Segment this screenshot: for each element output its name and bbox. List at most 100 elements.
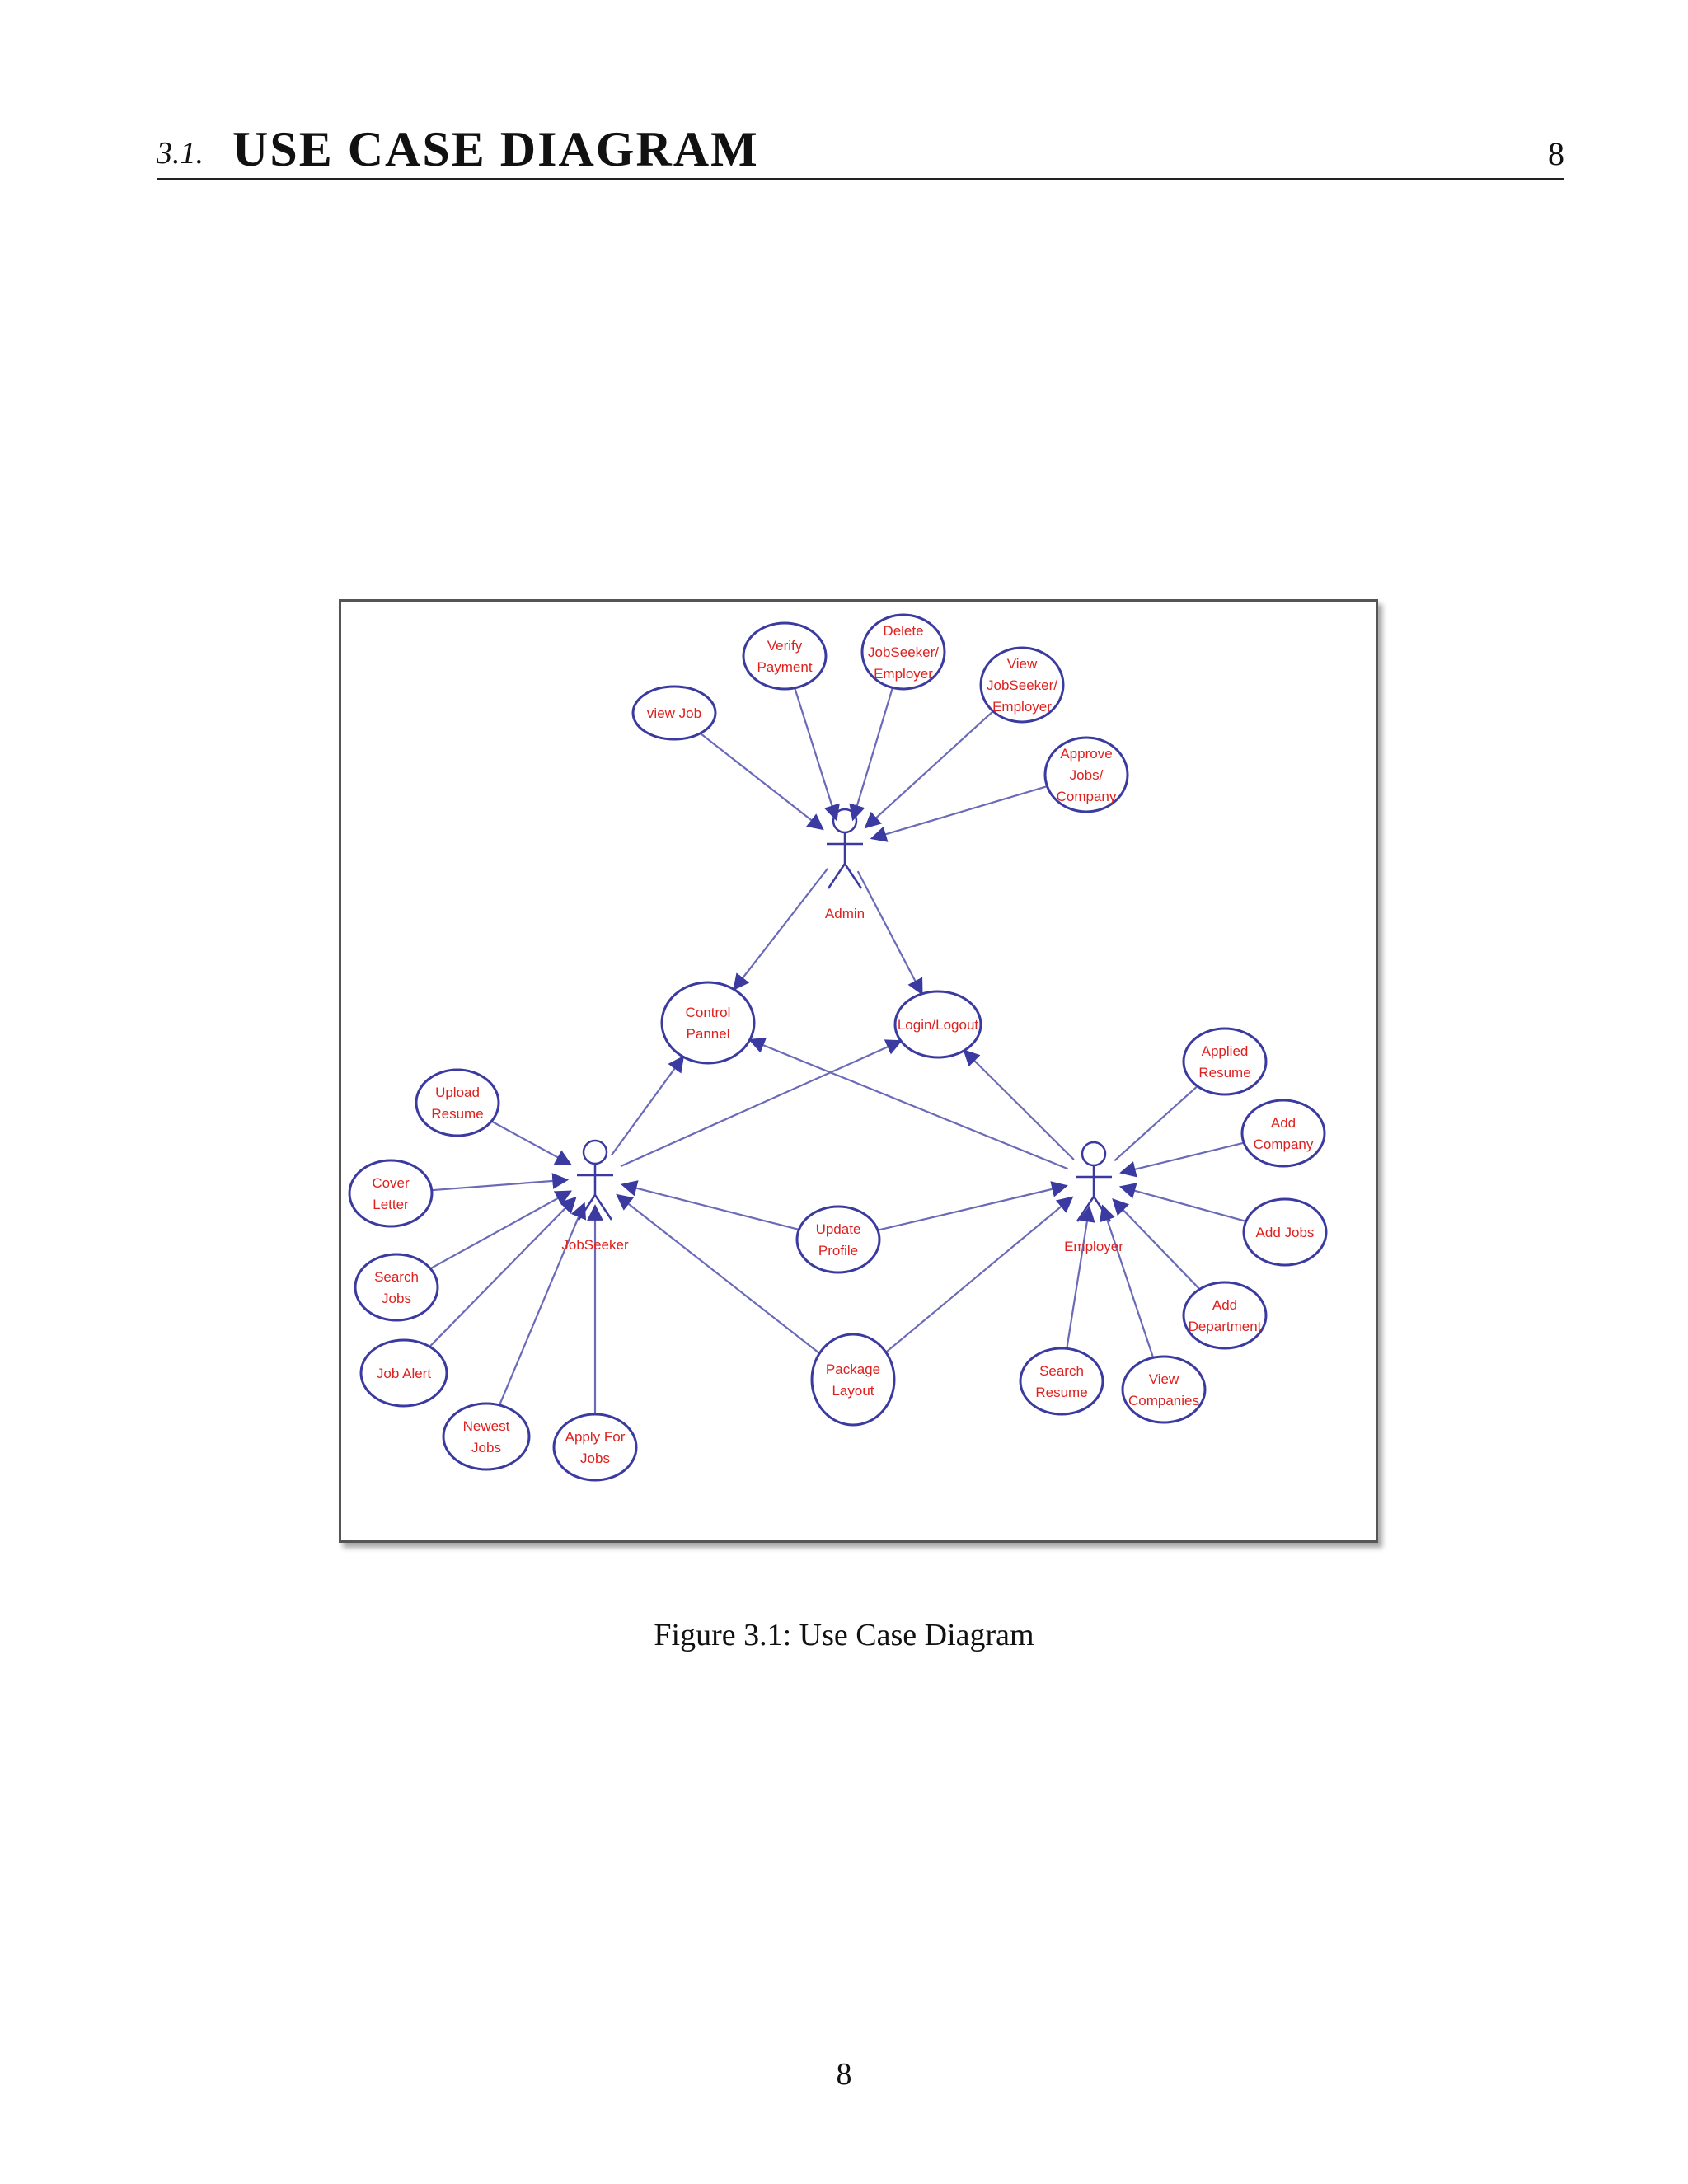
actor-admin: Admin bbox=[825, 808, 865, 921]
association-line-add-jobs-to-employer bbox=[1118, 1183, 1247, 1223]
actor-head-icon bbox=[832, 808, 858, 834]
use-case-label: View bbox=[1149, 1371, 1179, 1387]
association-line-cover-letter-to-jobseeker bbox=[431, 1173, 570, 1192]
use-case-label: Update bbox=[816, 1221, 861, 1237]
use-case-ellipse bbox=[795, 1205, 881, 1274]
use-case-label: Verify bbox=[767, 638, 803, 654]
use-case-label: Jobs bbox=[471, 1440, 501, 1455]
use-case-label: Add bbox=[1212, 1297, 1237, 1313]
use-case-label: Add bbox=[1271, 1115, 1296, 1131]
use-case-ellipse bbox=[359, 1338, 448, 1408]
use-case-label: Job Alert bbox=[377, 1366, 431, 1381]
use-case-ellipse bbox=[979, 646, 1065, 724]
use-case-ellipse bbox=[348, 1159, 434, 1228]
use-case-label: Company bbox=[1254, 1137, 1314, 1152]
use-case-label: JobSeeker/ bbox=[868, 644, 939, 660]
use-case-label: Upload bbox=[435, 1085, 480, 1100]
stick-figure-icon bbox=[577, 1164, 613, 1221]
association-line-jobseeker-to-control-pannel bbox=[611, 1055, 685, 1156]
association-line-search-resume-to-employer bbox=[1066, 1205, 1095, 1349]
use-case-label: Payment bbox=[757, 659, 812, 675]
use-case-label: view Job bbox=[647, 705, 701, 721]
use-case-label: Letter bbox=[373, 1197, 409, 1212]
use-case-label: Control bbox=[686, 1005, 731, 1020]
use-case-label: Jobs bbox=[382, 1291, 411, 1306]
association-line-admin-to-login-logout bbox=[856, 870, 923, 996]
use-case-label: Profile bbox=[818, 1243, 858, 1258]
stick-figure-icon bbox=[1076, 1165, 1112, 1222]
use-case-ellipse bbox=[1182, 1281, 1268, 1350]
association-line-admin-to-control-pannel bbox=[733, 868, 829, 991]
use-case-ellipse bbox=[552, 1413, 638, 1482]
use-case-label: Jobs bbox=[580, 1451, 610, 1466]
header-page-number: 8 bbox=[1548, 135, 1564, 172]
use-case-label: Approve bbox=[1060, 746, 1112, 762]
association-line-package-layout-to-jobseeker bbox=[616, 1193, 820, 1354]
association-line-update-profile-to-employer bbox=[877, 1181, 1068, 1231]
association-line-applied-resume-to-employer bbox=[1114, 1085, 1198, 1162]
use-case-label: Resume bbox=[1198, 1065, 1250, 1080]
use-case-login-logout: Login/Logout bbox=[893, 990, 982, 1059]
actor-head-icon bbox=[582, 1139, 608, 1165]
use-case-label: Companies bbox=[1128, 1393, 1199, 1408]
association-line-upload-resume-to-jobseeker bbox=[490, 1120, 572, 1165]
use-case-label: Apply For bbox=[565, 1429, 626, 1445]
association-line-view-companies-to-employer bbox=[1099, 1204, 1155, 1358]
figure-caption: Figure 3.1: Use Case Diagram bbox=[654, 1618, 1034, 1652]
use-case-label: Department bbox=[1189, 1319, 1262, 1334]
association-line-view-job-to-admin bbox=[699, 732, 824, 831]
use-case-label: View bbox=[1007, 656, 1038, 672]
use-case-ellipse bbox=[354, 1253, 439, 1322]
header-rule bbox=[157, 178, 1564, 180]
association-line-job-alert-to-jobseeker bbox=[429, 1196, 577, 1347]
section-title: USE CASE DIAGRAM bbox=[232, 122, 759, 176]
stick-figure-icon bbox=[827, 832, 863, 889]
use-case-label: Company bbox=[1057, 789, 1117, 804]
use-case-ellipse bbox=[1182, 1027, 1268, 1096]
use-case-label: Package bbox=[826, 1361, 880, 1377]
use-case-ellipse bbox=[660, 981, 756, 1065]
association-line-add-department-to-employer bbox=[1112, 1198, 1201, 1291]
actor-employer: Employer bbox=[1064, 1141, 1123, 1254]
use-case-ellipse bbox=[1121, 1355, 1207, 1424]
association-line-view-jobseeker-to-admin bbox=[864, 710, 994, 829]
association-line-approve-jobs-to-admin bbox=[870, 785, 1048, 842]
use-case-ellipse bbox=[1242, 1197, 1328, 1267]
use-case-ellipse bbox=[810, 1333, 896, 1427]
use-case-label: Layout bbox=[832, 1383, 874, 1399]
use-case-label: Employer bbox=[992, 699, 1052, 715]
association-line-newest-jobs-to-jobseeker bbox=[498, 1202, 587, 1406]
association-line-employer-to-login-logout bbox=[963, 1049, 1075, 1160]
use-case-label: Login/Logout bbox=[898, 1017, 979, 1033]
use-case-label: Applied bbox=[1202, 1043, 1249, 1059]
association-line-add-company-to-employer bbox=[1119, 1141, 1245, 1178]
actor-label: Admin bbox=[825, 906, 865, 921]
use-case-label: Resume bbox=[431, 1106, 483, 1122]
use-case-label: Add Jobs bbox=[1256, 1225, 1315, 1240]
use-case-label: Cover bbox=[372, 1175, 410, 1191]
use-case-label: Jobs/ bbox=[1070, 767, 1104, 783]
footer-page-number: 8 bbox=[836, 2057, 852, 2092]
section-number: 3.1. bbox=[157, 136, 204, 171]
use-case-job-alert: Job Alert bbox=[359, 1338, 448, 1408]
actor-label: JobSeeker bbox=[561, 1237, 629, 1253]
use-case-label: Delete bbox=[883, 623, 923, 639]
use-case-label: Pannel bbox=[687, 1026, 730, 1042]
association-line-delete-jobseeker-to-admin bbox=[849, 687, 893, 822]
association-line-jobseeker-to-login-logout bbox=[620, 1039, 903, 1168]
running-header: 3.1. USE CASE DIAGRAM 8 bbox=[157, 122, 1564, 180]
use-case-ellipse bbox=[631, 685, 717, 741]
